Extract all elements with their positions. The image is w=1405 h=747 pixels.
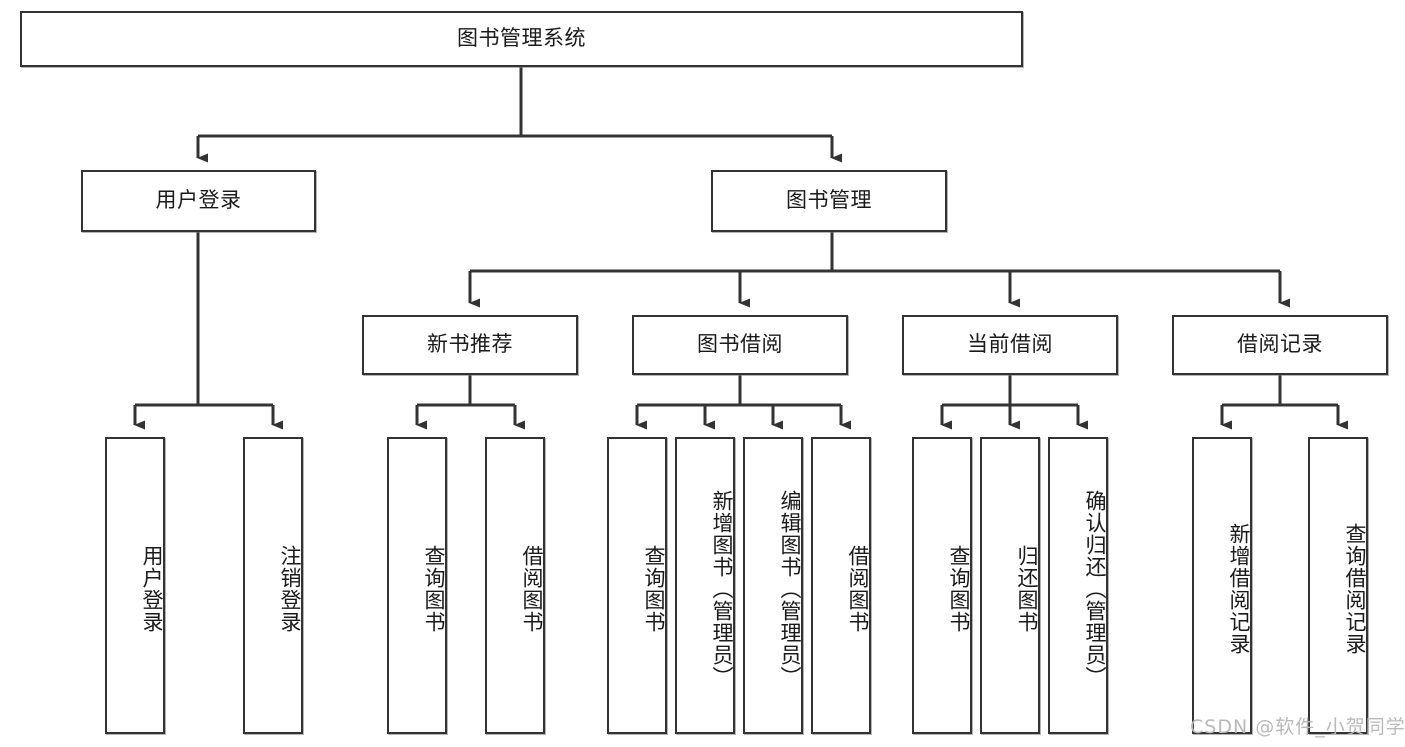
node-leaf-borrow-book-2-label: 借阅图书 bbox=[846, 544, 870, 633]
node-leaf-return-book-label: 归还图书 bbox=[1015, 544, 1039, 633]
node-leaf-borrow-book-1-label: 借阅图书 bbox=[520, 544, 544, 633]
node-leaf-return-book[interactable]: 归还图书 bbox=[980, 437, 1040, 734]
node-borrow-record-label: 借阅记录 bbox=[1237, 332, 1323, 357]
node-leaf-user-login[interactable]: 用户登录 bbox=[105, 437, 165, 734]
node-leaf-add-record[interactable]: 新增借阅记录 bbox=[1192, 437, 1252, 734]
node-leaf-add-book[interactable]: 新增图书（管理员） bbox=[675, 437, 735, 734]
node-leaf-add-record-label: 新增借阅记录 bbox=[1227, 522, 1251, 655]
node-leaf-edit-book-label: 编辑图书（管理员） bbox=[778, 489, 802, 688]
node-leaf-user-login-label: 用户登录 bbox=[140, 544, 164, 633]
node-book-manage-label: 图书管理 bbox=[786, 188, 872, 213]
node-leaf-query-book-1[interactable]: 查询图书 bbox=[387, 437, 447, 734]
node-user-login-label: 用户登录 bbox=[155, 188, 242, 213]
node-leaf-query-book-1-label: 查询图书 bbox=[422, 544, 446, 633]
node-new-book-recommend-label: 新书推荐 bbox=[427, 332, 513, 357]
node-leaf-query-record[interactable]: 查询借阅记录 bbox=[1308, 437, 1368, 734]
node-leaf-borrow-book-1[interactable]: 借阅图书 bbox=[485, 437, 545, 734]
node-leaf-borrow-book-2[interactable]: 借阅图书 bbox=[811, 437, 871, 734]
node-current-borrow-label: 当前借阅 bbox=[967, 332, 1053, 357]
node-user-login[interactable]: 用户登录 bbox=[81, 170, 316, 232]
node-root[interactable]: 图书管理系统 bbox=[20, 11, 1023, 67]
node-leaf-user-logout-label: 注销登录 bbox=[278, 544, 302, 633]
node-leaf-query-book-3-label: 查询图书 bbox=[947, 544, 971, 633]
node-leaf-edit-book[interactable]: 编辑图书（管理员） bbox=[743, 437, 803, 734]
node-borrow-record[interactable]: 借阅记录 bbox=[1172, 315, 1388, 375]
node-leaf-query-book-3[interactable]: 查询图书 bbox=[912, 437, 972, 734]
node-root-label: 图书管理系统 bbox=[457, 26, 586, 51]
csdn-watermark: CSDN @软件_小贺同学 bbox=[1190, 716, 1405, 738]
node-leaf-query-record-label: 查询借阅记录 bbox=[1343, 522, 1367, 655]
node-leaf-user-logout[interactable]: 注销登录 bbox=[243, 437, 303, 734]
node-book-manage[interactable]: 图书管理 bbox=[711, 170, 947, 232]
node-leaf-confirm-return-label: 确认归还（管理员） bbox=[1083, 489, 1107, 688]
node-book-borrow[interactable]: 图书借阅 bbox=[632, 315, 848, 375]
node-book-borrow-label: 图书借阅 bbox=[697, 332, 783, 357]
node-leaf-confirm-return[interactable]: 确认归还（管理员） bbox=[1048, 437, 1108, 734]
node-leaf-query-book-2-label: 查询图书 bbox=[642, 544, 666, 633]
node-current-borrow[interactable]: 当前借阅 bbox=[902, 315, 1118, 375]
node-leaf-query-book-2[interactable]: 查询图书 bbox=[607, 437, 667, 734]
node-leaf-add-book-label: 新增图书（管理员） bbox=[710, 489, 734, 688]
node-new-book-recommend[interactable]: 新书推荐 bbox=[362, 315, 578, 375]
